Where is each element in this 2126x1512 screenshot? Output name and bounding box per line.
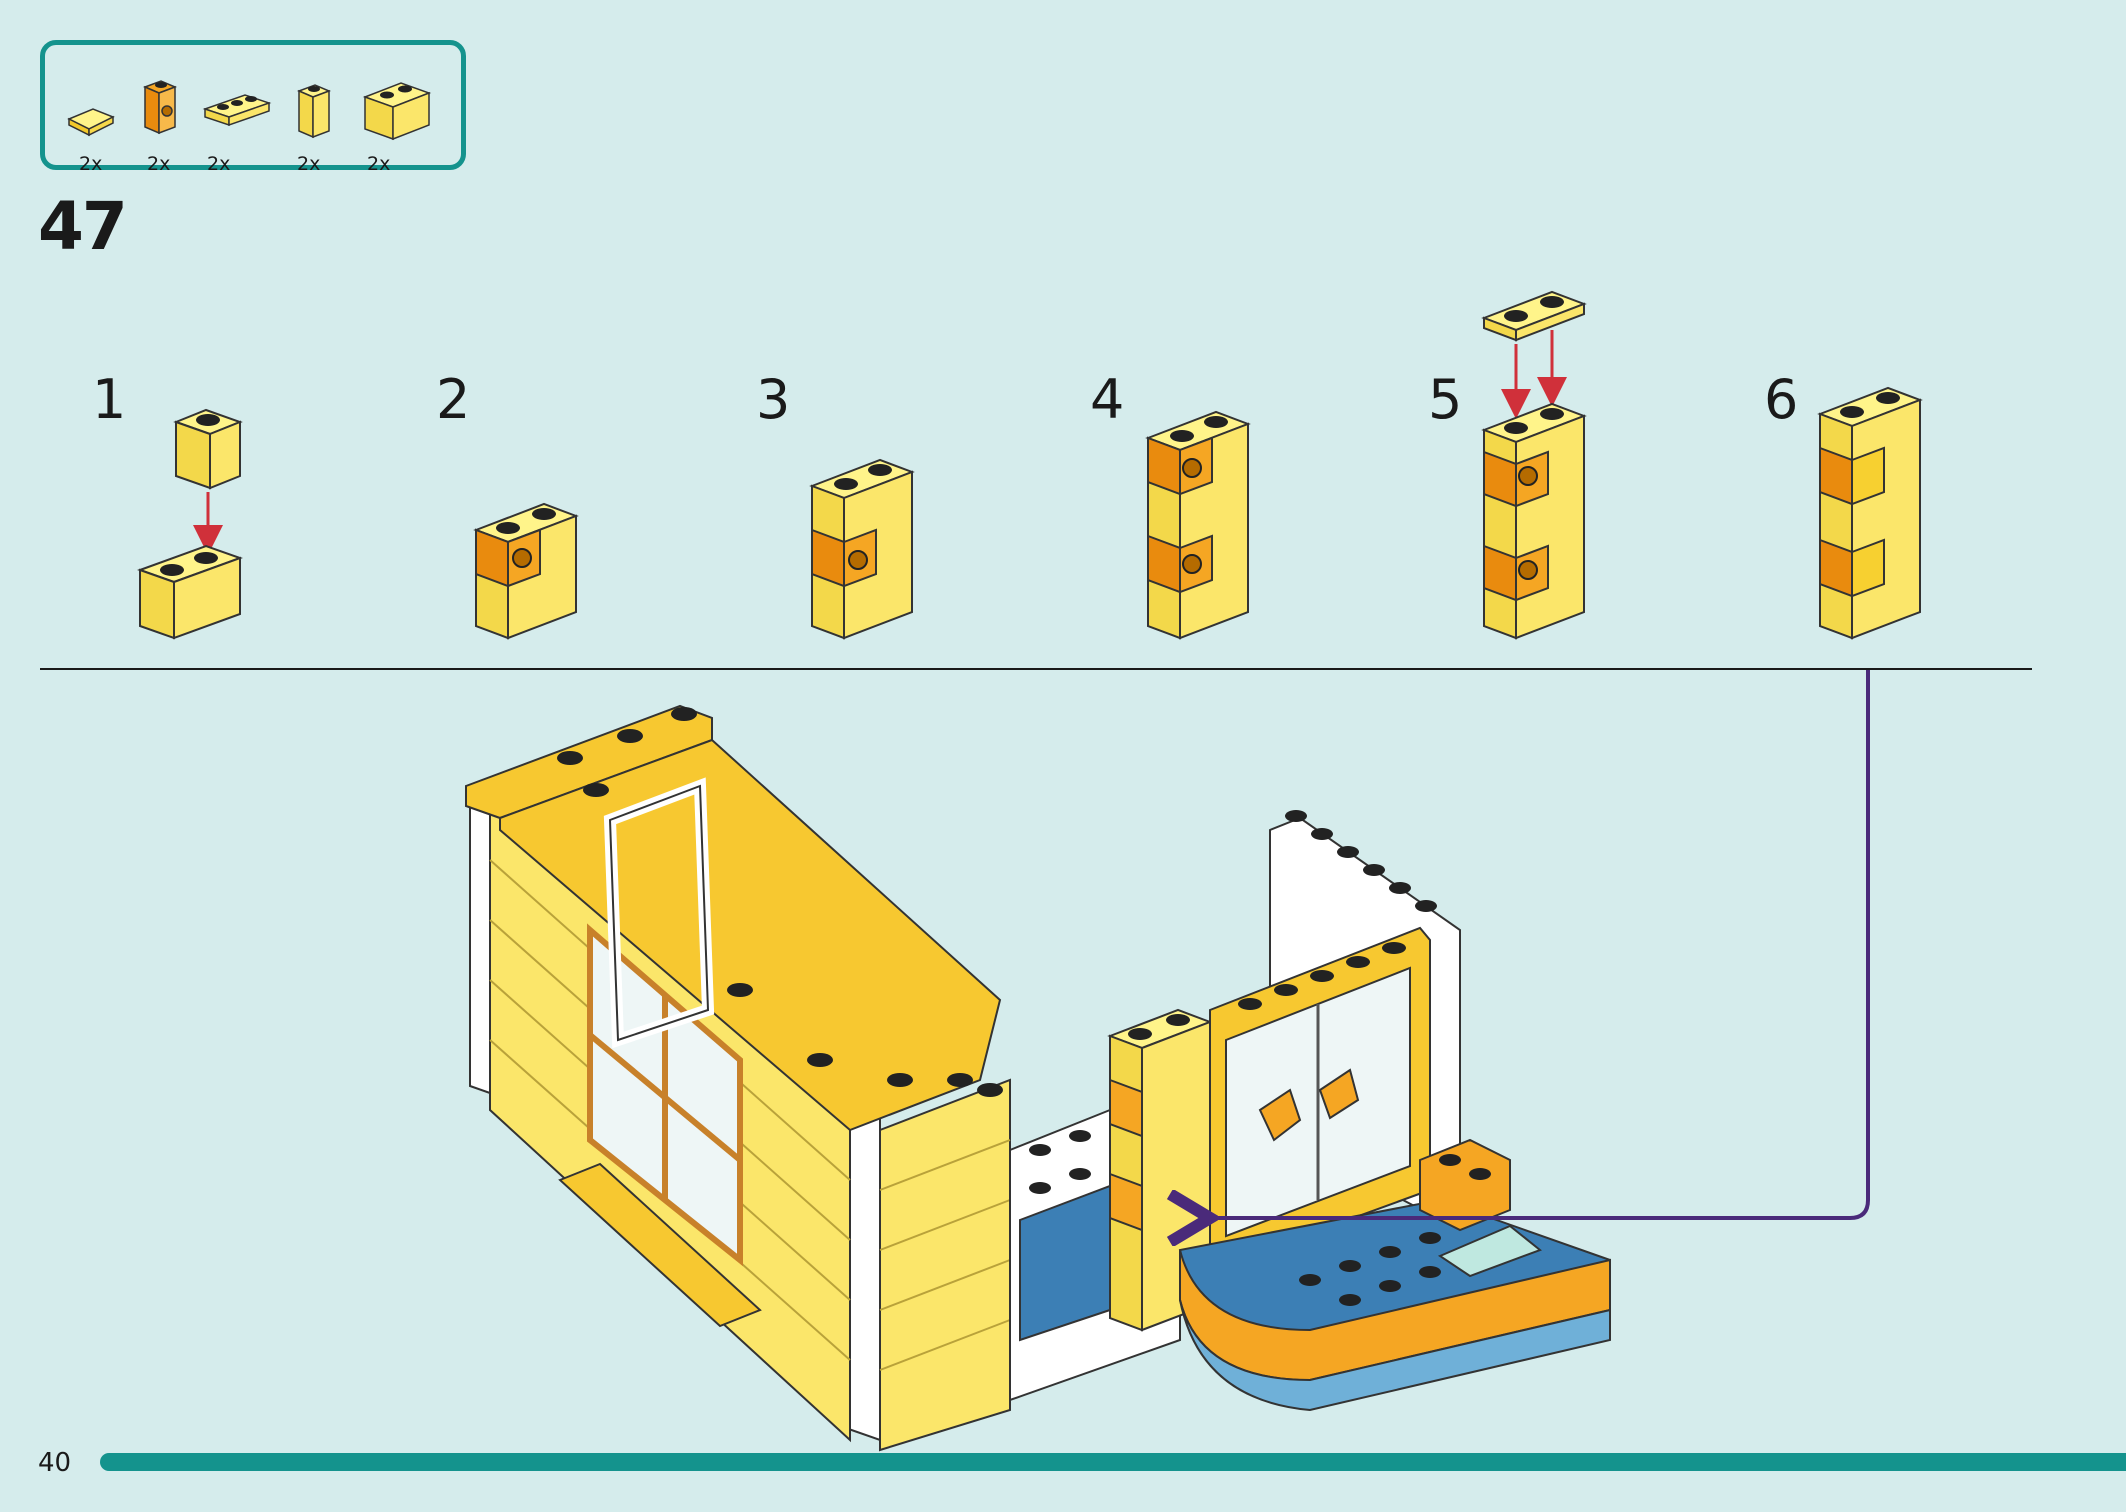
substep-3-bricks: [809, 458, 915, 640]
part-quantity: 2x: [367, 153, 391, 175]
substep-5-bricks: [1481, 290, 1587, 640]
substep-label-6: 6: [1764, 368, 1799, 431]
parts-list-box: 2x 2x 2x 2x: [40, 40, 466, 175]
part-quantity: 2x: [79, 153, 103, 175]
yellow-tile-icon: [67, 108, 115, 137]
substep-label-5: 5: [1428, 368, 1463, 431]
substep-4-bricks: [1145, 410, 1251, 640]
substep-label-2: 2: [436, 368, 471, 431]
section-divider: [40, 668, 2032, 670]
step-number: 47: [38, 188, 128, 265]
orange-bracket-icon: [142, 80, 178, 135]
yellow-brick-1x2-icon: [362, 82, 432, 141]
substep-label-1: 1: [92, 368, 127, 431]
part-quantity: 2x: [147, 153, 171, 175]
substep-2-bricks: [473, 502, 579, 640]
substep-label-4: 4: [1090, 368, 1125, 431]
substep-6-bricks: [1817, 386, 1923, 640]
substep-1-bricks: [137, 408, 243, 640]
page-number: 40: [38, 1448, 72, 1478]
part-item: 2x: [283, 67, 353, 175]
page-progress-bar: [100, 1453, 2126, 1471]
placement-callout-arrow: [1210, 670, 1870, 1218]
yellow-brick-1x1-icon: [296, 84, 332, 139]
part-item: 2x: [357, 67, 437, 175]
part-quantity: 2x: [297, 153, 321, 175]
part-item: 2x: [197, 67, 277, 175]
part-item: 2x: [57, 67, 127, 175]
part-item: 2x: [125, 67, 195, 175]
substep-label-3: 3: [756, 368, 791, 431]
yellow-plate-1x3-icon: [202, 94, 272, 127]
part-quantity: 2x: [207, 153, 231, 175]
